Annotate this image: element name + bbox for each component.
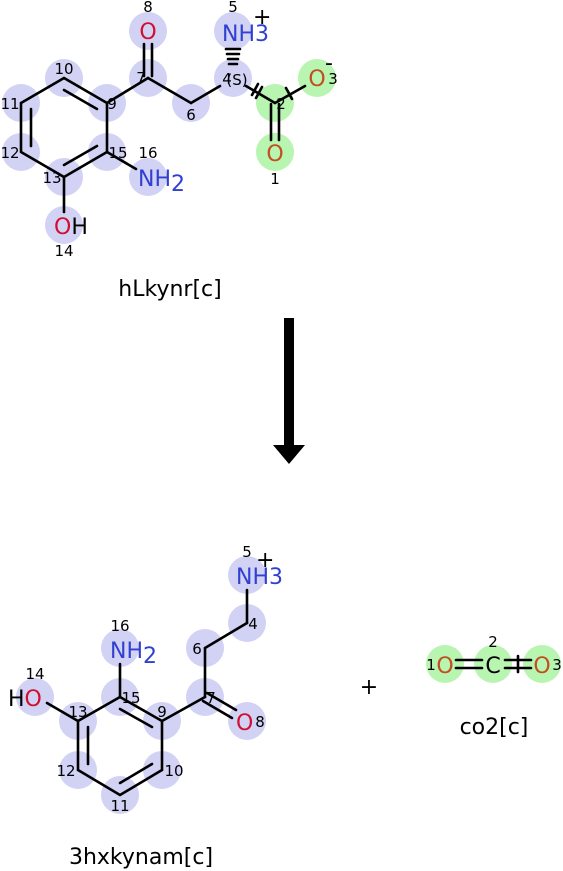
product1-name: 3hxkynam[c] <box>69 845 213 870</box>
atom-n16: NH2 <box>110 639 157 669</box>
num-11: 11 <box>110 797 129 815</box>
highlight-atom-1 <box>426 645 464 683</box>
num-6: 6 <box>186 106 196 124</box>
num-10: 10 <box>54 60 73 78</box>
highlight-atom-1 <box>256 133 294 171</box>
num-6: 6 <box>192 640 202 658</box>
atom-o3: O <box>308 67 325 92</box>
num-16: 16 <box>110 617 129 635</box>
bond-4-2-tick-a <box>250 82 260 97</box>
bond-7-6 <box>146 76 193 105</box>
atom-o14: OH <box>54 215 88 240</box>
bond-ring-inner-1 <box>62 88 99 111</box>
bond-ring-inner-1 <box>118 707 154 729</box>
product2-name: co2[c] <box>460 715 529 740</box>
num-2: 2 <box>488 633 498 651</box>
bond-15-16 <box>105 150 138 171</box>
bond-4-2 <box>244 84 277 105</box>
num-3: 3 <box>552 656 562 674</box>
num-9: 9 <box>157 703 167 721</box>
product1-molecule: NH3 + NH2 HO O 4 5 6 7 8 9 10 11 12 13 1… <box>8 543 283 870</box>
num-16: 16 <box>138 144 157 162</box>
highlight-atom-14 <box>45 206 83 244</box>
product1-highlights <box>16 556 266 814</box>
reactant-atom-labels: O NH3 + O - O NH2 OH (S) <box>54 5 333 240</box>
bond-6-4 <box>189 84 222 105</box>
num-3: 3 <box>328 70 338 88</box>
atom-o8: O <box>236 711 253 736</box>
highlight-atom-4 <box>214 59 252 97</box>
num-5: 5 <box>242 543 252 561</box>
num-10: 10 <box>164 762 183 780</box>
atom-n5-charge: + <box>256 548 274 573</box>
num-14: 14 <box>25 665 44 683</box>
highlight-atom-5 <box>214 12 252 50</box>
num-14: 14 <box>54 242 73 260</box>
reactant-atom-numbers: 1 2 3 4 5 6 7 8 9 10 11 12 13 14 15 16 <box>0 0 337 260</box>
num-15: 15 <box>121 689 140 707</box>
highlight-atom-3 <box>298 59 336 97</box>
atom-n16: NH2 <box>138 167 185 197</box>
atom-o1: O <box>266 142 283 167</box>
reactant-molecule: O NH3 + O - O NH2 OH (S) 1 2 3 4 5 6 7 8… <box>0 0 337 302</box>
highlight-atom-14 <box>16 678 54 716</box>
bond-13-14 <box>45 701 80 723</box>
product1-bonds <box>45 588 249 797</box>
num-7: 7 <box>206 689 216 707</box>
atom-o3: O <box>533 654 550 679</box>
num-12: 12 <box>0 144 19 162</box>
arrow-head <box>273 445 305 464</box>
product1-atom-numbers: 4 5 6 7 8 9 10 11 12 13 14 15 16 <box>25 543 264 815</box>
num-4: 4 <box>222 70 232 88</box>
bond-6-4 <box>203 621 249 650</box>
num-7: 7 <box>136 69 146 87</box>
num-13: 13 <box>68 703 87 721</box>
atom-c2: C <box>485 654 500 679</box>
num-15: 15 <box>108 144 127 162</box>
atom-o3-charge: - <box>325 51 333 76</box>
num-1: 1 <box>426 656 436 674</box>
num-13: 13 <box>42 169 61 187</box>
reactant-name: hLkynr[c] <box>118 277 221 302</box>
bond-7-8-b <box>201 699 234 720</box>
num-4: 4 <box>248 615 258 633</box>
num-1: 1 <box>270 170 280 188</box>
highlight-atom-2 <box>474 645 512 683</box>
plus-sign: + <box>360 675 378 700</box>
bond-ring-inner-2 <box>62 144 99 167</box>
bond-ring-inner-2 <box>118 762 154 785</box>
atom-n5-charge: + <box>253 5 271 30</box>
product2-molecule: O C O 1 2 3 co2[c] <box>426 633 562 740</box>
highlight-atom-8 <box>228 702 266 740</box>
num-8: 8 <box>255 713 265 731</box>
bond-7-8-a <box>205 691 238 712</box>
bond-9-7 <box>105 76 150 105</box>
highlight-atom-3 <box>523 645 561 683</box>
product1-atom-labels: NH3 + NH2 HO O <box>8 548 283 736</box>
bond-9-7 <box>160 695 207 723</box>
arrow-shaft <box>284 318 294 446</box>
highlight-atom-8 <box>129 12 167 50</box>
highlight-atom-16 <box>129 158 167 196</box>
num-9: 9 <box>107 95 117 113</box>
stereo-label: (S) <box>226 71 247 89</box>
num-2: 2 <box>276 95 286 113</box>
num-12: 12 <box>56 762 75 780</box>
atom-n5: NH3 <box>222 22 269 47</box>
atom-o14: HO <box>8 687 42 712</box>
atom-n5: NH3 <box>236 565 283 590</box>
num-8: 8 <box>143 0 153 16</box>
atom-o1: O <box>436 654 453 679</box>
atom-o8: O <box>139 20 156 45</box>
num-11: 11 <box>0 95 19 113</box>
highlight-atom-5 <box>228 556 266 594</box>
highlight-atom-16 <box>101 629 139 667</box>
bond-4-2-tick-b <box>254 85 264 100</box>
num-5: 5 <box>228 0 238 16</box>
reactant-highlights <box>2 12 336 244</box>
bond-2-3-tick <box>284 86 294 101</box>
reaction-arrow <box>273 318 305 464</box>
reactant-bonds <box>19 42 307 214</box>
